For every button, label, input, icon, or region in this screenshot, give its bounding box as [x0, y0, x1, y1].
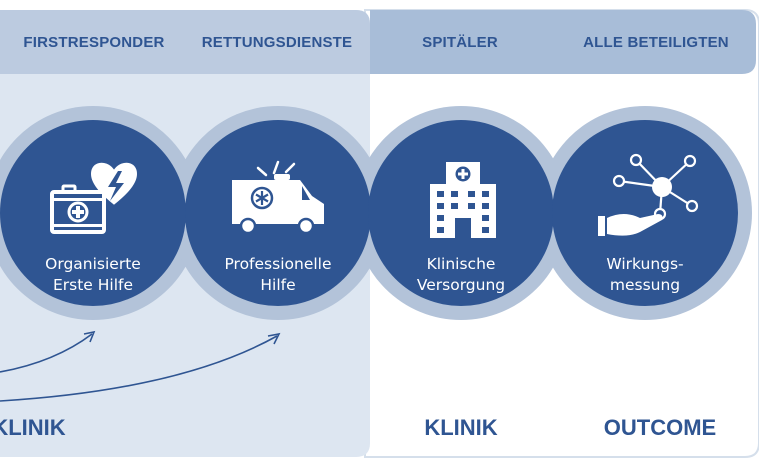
- phase-header-alle-beteiligten: ALLE BETEILIGTEN: [583, 34, 729, 51]
- footer-label-klinik-left: KLINIK: [0, 415, 66, 440]
- step-label-line: Klinische: [426, 255, 496, 273]
- phase-header-rettungsdienste: RETTUNGSDIENSTE: [201, 34, 353, 51]
- header-band-left: [0, 10, 370, 74]
- header-band-right: [370, 10, 756, 74]
- step-circle: [0, 120, 186, 306]
- step-label-line: Versorgung: [416, 276, 506, 294]
- step-label: Organisierte Erste Hilfe: [8, 254, 178, 296]
- phase-header-spitaeler: SPITÄLER: [422, 34, 498, 51]
- step-label-line: messung: [609, 276, 681, 294]
- step-label: Wirkungs- messung: [560, 254, 730, 296]
- first-aid-kit-defibrillator-icon: [50, 160, 140, 234]
- footer-label-klinik: KLINIK: [424, 415, 498, 440]
- step-label-line: Wirkungs-: [606, 255, 684, 273]
- hospital-icon: [430, 162, 496, 238]
- network-hand-icon: [598, 153, 699, 236]
- phase-header-firstresponder: FIRSTRESPONDER: [23, 34, 165, 51]
- ambulance-icon: [232, 160, 324, 235]
- step-label-line: Erste Hilfe: [52, 276, 134, 294]
- arrow-line: [0, 335, 278, 402]
- arrow-head: [267, 332, 281, 345]
- step-label-line: Hilfe: [260, 276, 296, 294]
- step-label: Klinische Versorgung: [376, 254, 546, 296]
- step-label-line: Organisierte: [45, 255, 141, 273]
- arrow-head: [83, 330, 96, 343]
- arrow-line: [0, 333, 93, 373]
- step-label-line: Professionelle: [224, 255, 332, 273]
- step-label: Professionelle Hilfe: [193, 254, 363, 296]
- footer-label-outcome: OUTCOME: [603, 415, 717, 440]
- right-frame: [364, 9, 759, 458]
